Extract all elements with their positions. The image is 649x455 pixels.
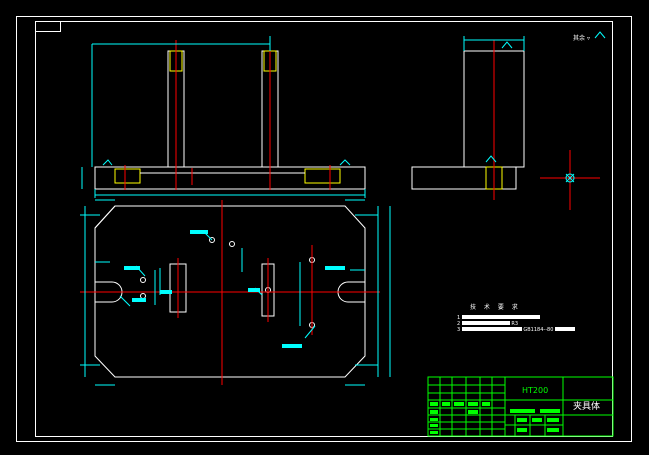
inner-frame <box>35 21 613 437</box>
tech-requirements-title: 技 术 要 求 <box>470 304 521 311</box>
roughness-symbol-icon: ▿ <box>586 35 590 42</box>
material-label: HT200 <box>522 386 549 395</box>
corner-tag <box>35 21 61 32</box>
front-dimensions <box>81 36 366 198</box>
side-centerlines <box>493 40 600 210</box>
front-centerlines <box>124 40 331 190</box>
title-block-fills <box>430 402 560 434</box>
surface-finish-note: 其余 ▿ <box>573 36 590 42</box>
tech-req-redacted-4 <box>554 327 575 331</box>
tech-req-item-3: 3 GB1184--80 <box>457 327 575 333</box>
outer-frame <box>16 16 632 442</box>
tech-req-item-1: 1 <box>457 315 540 321</box>
side-view <box>411 50 525 190</box>
top-callout-labels <box>124 230 345 348</box>
side-dimensions <box>463 31 606 183</box>
tech-req-redacted-3 <box>461 327 522 331</box>
tech-req-redacted-1 <box>461 315 540 319</box>
top-dimensions <box>80 199 391 386</box>
top-centerlines <box>80 200 380 385</box>
part-name-label: 夹具体 <box>573 402 601 412</box>
tech-req-redacted-2 <box>461 321 510 325</box>
title-block <box>427 376 614 437</box>
tech-req-item-2: 2 R3 <box>457 321 519 327</box>
surface-finish-label: 其余 <box>573 35 586 42</box>
front-view <box>94 50 366 190</box>
